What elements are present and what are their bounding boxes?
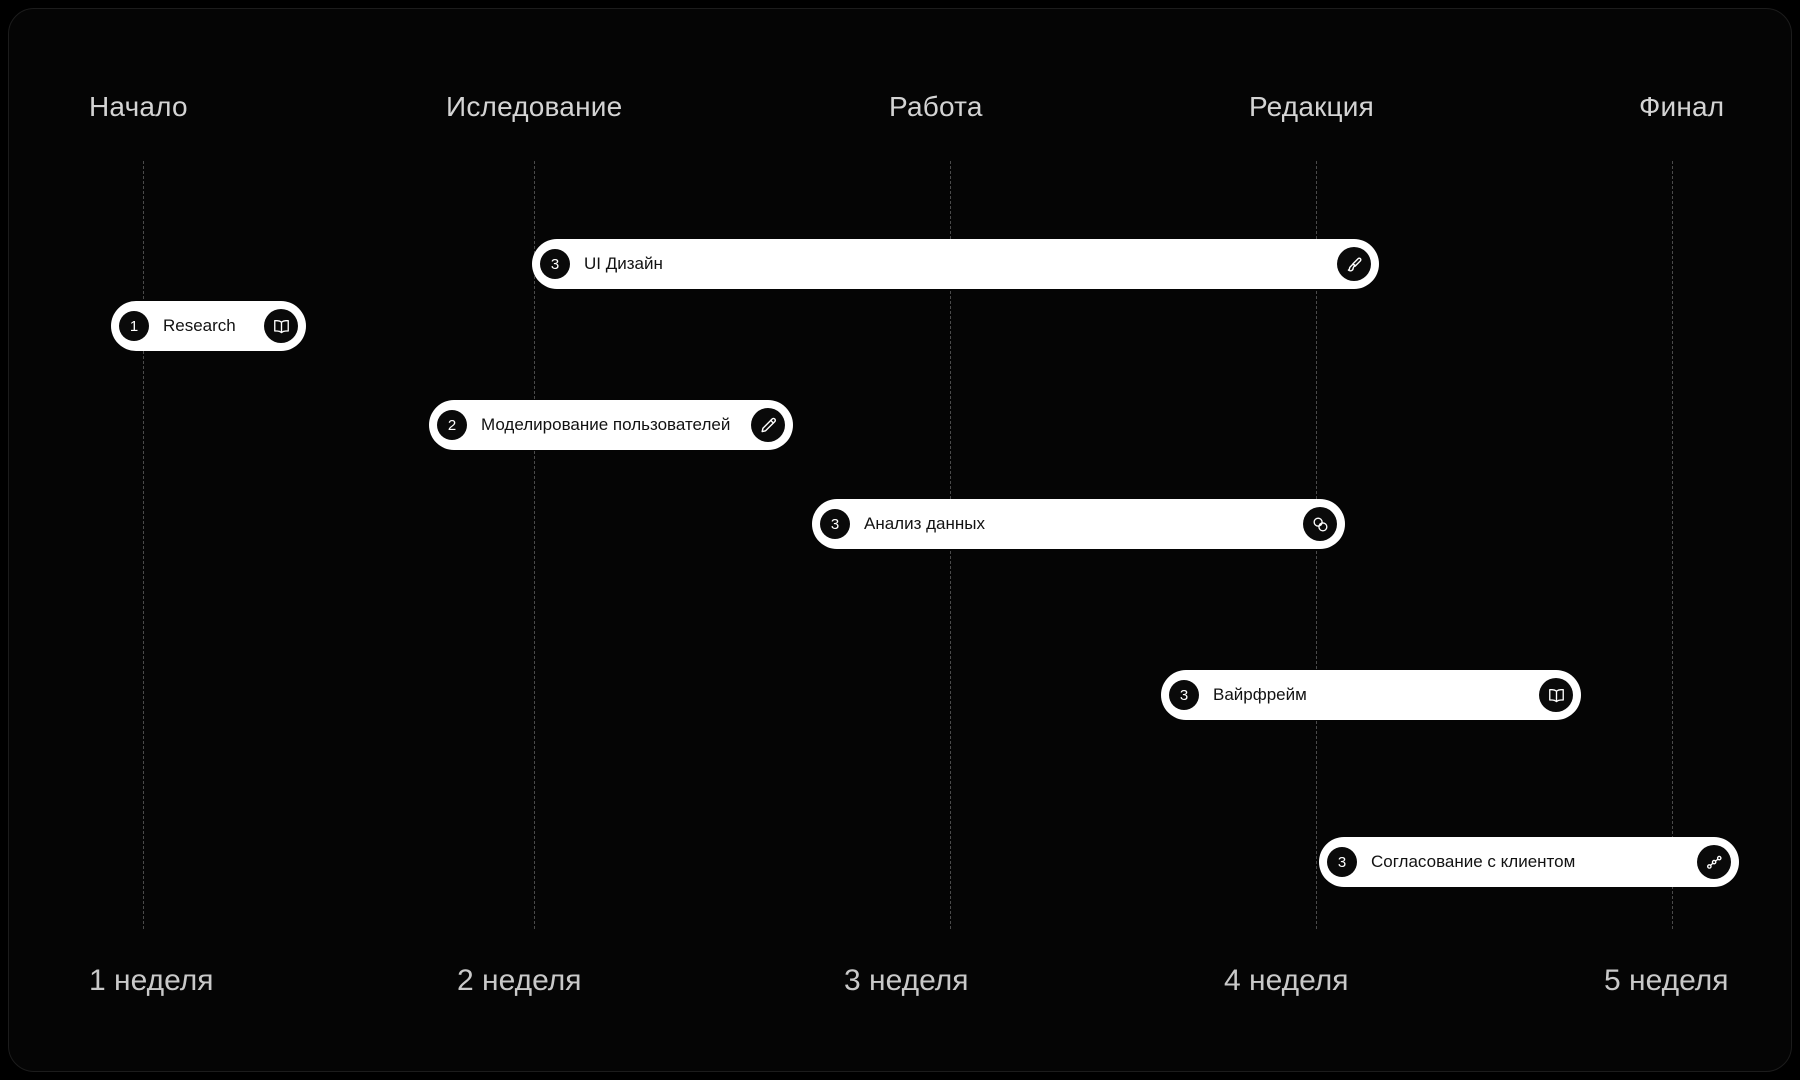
week-label-2: 2 неделя bbox=[457, 964, 582, 997]
task-badge-client-approval: 3 bbox=[1327, 847, 1357, 877]
task-badge-wireframe: 3 bbox=[1169, 680, 1199, 710]
week-label-1: 1 неделя bbox=[89, 964, 214, 997]
gridline-2 bbox=[534, 161, 535, 929]
task-bar-ui-design[interactable]: 3 UI Дизайн bbox=[532, 239, 1379, 289]
gantt-canvas: Начало Иследование Работа Редакция Финал 3 UI… bbox=[8, 8, 1792, 1072]
milestone-label-2: Иследование bbox=[446, 91, 623, 122]
book-icon[interactable] bbox=[264, 309, 298, 343]
paintbrush-icon[interactable] bbox=[1337, 247, 1371, 281]
task-bar-data-analysis[interactable]: 3 Анализ данных bbox=[812, 499, 1345, 549]
milestone-label-4: Редакция bbox=[1249, 91, 1375, 122]
week-label-3: 3 неделя bbox=[844, 964, 969, 997]
milestone-label-5: Финал bbox=[1639, 91, 1725, 122]
milestone-label-1: Начало bbox=[89, 91, 188, 122]
task-bar-client-approval[interactable]: 3 Согласование с клиентом bbox=[1319, 837, 1739, 887]
task-bar-user-modeling[interactable]: 2 Моделирование пользователей bbox=[429, 400, 793, 450]
book-icon[interactable] bbox=[1539, 678, 1573, 712]
task-bar-wireframe[interactable]: 3 Вайрфрейм bbox=[1161, 670, 1581, 720]
pencil-icon[interactable] bbox=[751, 408, 785, 442]
task-badge-data-analysis: 3 bbox=[820, 509, 850, 539]
task-label-wireframe: Вайрфрейм bbox=[1213, 685, 1307, 704]
task-label-ui-design: UI Дизайн bbox=[584, 254, 663, 273]
task-label-data-analysis: Анализ данных bbox=[864, 514, 985, 533]
task-badge-research: 1 bbox=[119, 311, 149, 341]
week-label-5: 5 неделя bbox=[1604, 964, 1729, 997]
task-badge-ui-design: 3 bbox=[540, 249, 570, 279]
week-label-4: 4 неделя bbox=[1224, 964, 1349, 997]
gridline-1 bbox=[143, 161, 144, 929]
gridline-5 bbox=[1672, 161, 1673, 929]
task-label-client-approval: Согласование с клиентом bbox=[1371, 852, 1576, 871]
task-label-research: Research bbox=[163, 316, 236, 335]
link-icon[interactable] bbox=[1303, 507, 1337, 541]
task-bar-research[interactable]: 1 Research bbox=[111, 301, 306, 351]
task-badge-user-modeling: 2 bbox=[437, 410, 467, 440]
task-label-user-modeling: Моделирование пользователей bbox=[481, 415, 731, 434]
milestone-label-3: Работа bbox=[889, 91, 983, 122]
activity-icon[interactable] bbox=[1697, 845, 1731, 879]
